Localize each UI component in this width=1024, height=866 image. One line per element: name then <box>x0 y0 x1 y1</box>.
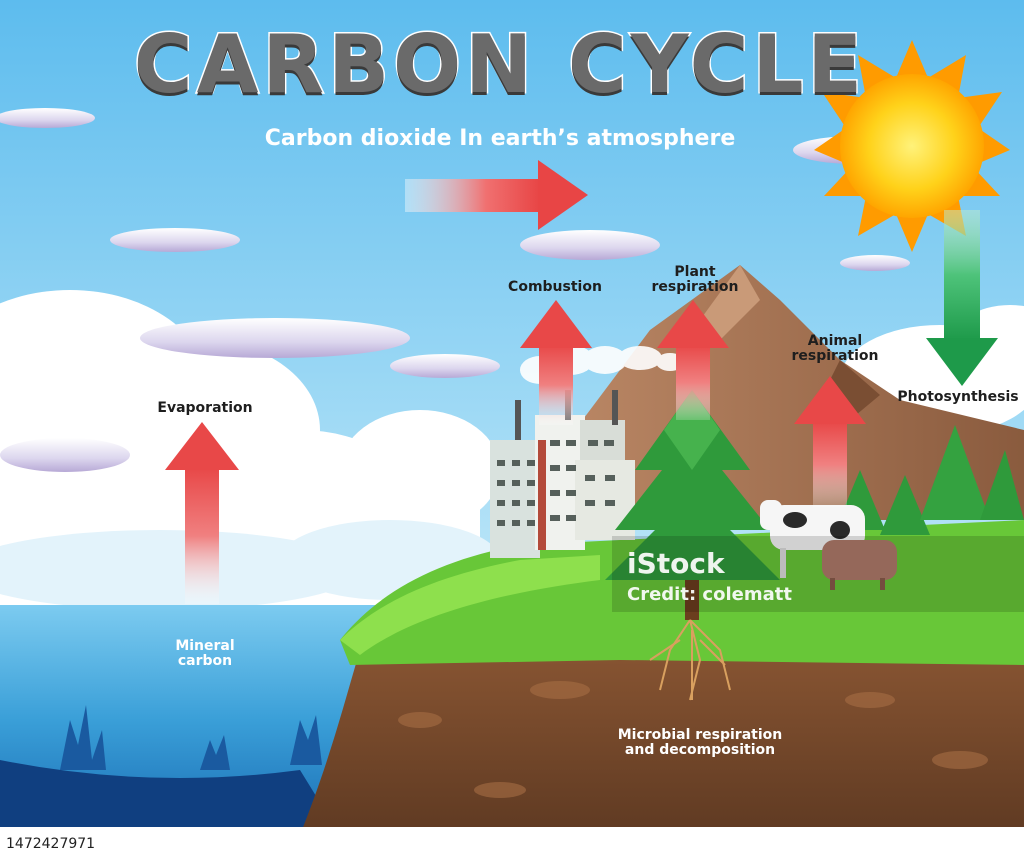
watermark-brand: iStock <box>627 547 725 580</box>
grass-highlight <box>340 555 600 655</box>
label-microbial-line2: and decomposition <box>624 742 776 759</box>
page-subtitle: Carbon dioxide In earth’s atmosphere <box>264 126 736 151</box>
label-photosynthesis: Photosynthesis <box>897 389 1019 405</box>
evaporation-arrow <box>165 422 239 604</box>
label-plant-respiration-line2: respiration <box>651 279 739 296</box>
label-animal-respiration: Animal respiration <box>780 333 890 365</box>
footer-bar <box>0 827 1024 866</box>
combustion-arrow <box>520 300 592 425</box>
label-animal-respiration-line2: respiration <box>791 348 879 365</box>
label-microbial-line1: Microbial respiration <box>617 727 783 743</box>
tree-roots <box>649 619 731 701</box>
animal-respiration-arrow <box>794 376 866 507</box>
watermark-credit: Credit: colematt <box>627 584 792 605</box>
cow-illustration <box>760 500 897 590</box>
photosynthesis-arrow <box>926 210 998 386</box>
atmosphere-arrow <box>405 160 588 230</box>
ocean-floor <box>0 760 340 835</box>
label-animal-respiration-line1: Animal <box>807 333 863 349</box>
label-evaporation: Evaporation <box>157 400 253 416</box>
image-id: 1472427971 <box>6 836 96 852</box>
label-mineral-carbon-line2: carbon <box>177 653 233 670</box>
label-microbial-respiration: Microbial respiration and decomposition <box>610 727 790 759</box>
label-mineral-carbon-line1: Mineral <box>175 638 235 654</box>
seaweed <box>60 705 322 770</box>
soil-rocks <box>398 681 988 798</box>
label-mineral-carbon: Mineral carbon <box>150 638 260 670</box>
sun-icon <box>814 40 1010 252</box>
label-plant-respiration: Plant respiration <box>640 264 750 296</box>
page-title: CARBON CYCLE <box>132 17 867 113</box>
label-plant-respiration-line1: Plant <box>674 264 716 280</box>
label-combustion: Combustion <box>508 279 602 295</box>
watermark-band <box>612 536 1024 612</box>
plant-respiration-arrow <box>657 300 729 420</box>
